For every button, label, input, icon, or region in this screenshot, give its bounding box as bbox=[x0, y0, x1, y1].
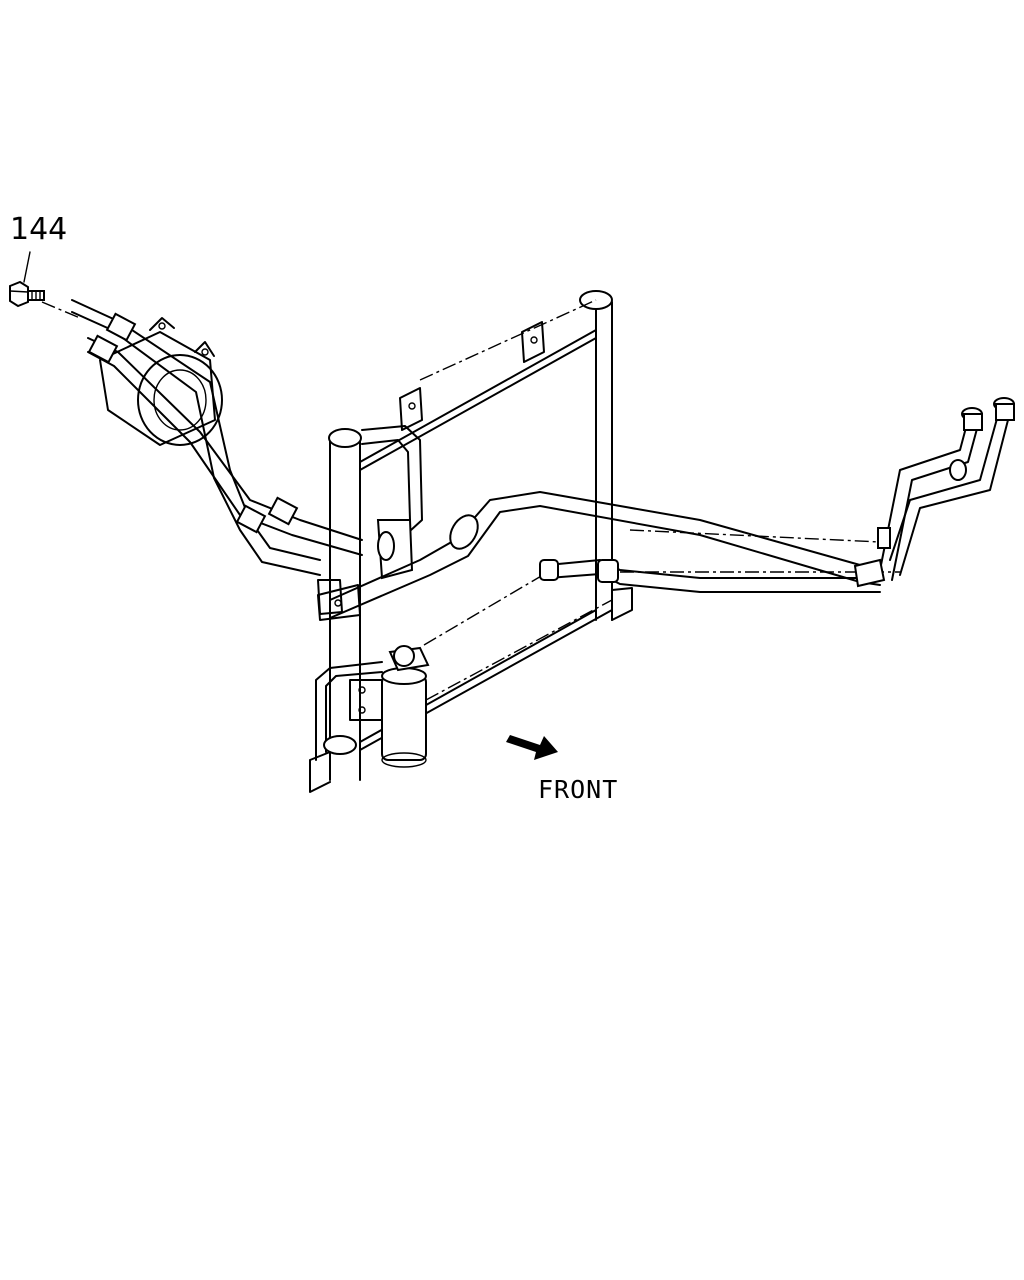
part-number-callout: 144 bbox=[10, 212, 68, 247]
bolt-icon bbox=[9, 280, 45, 308]
hose-lines bbox=[71, 299, 881, 761]
front-direction-label: FRONT bbox=[538, 775, 619, 804]
compressor bbox=[99, 317, 223, 446]
evaporator-fittings bbox=[853, 397, 1015, 588]
front-arrow-icon bbox=[506, 735, 558, 760]
callout-leader-144 bbox=[23, 251, 81, 319]
receiver-drier bbox=[349, 645, 430, 768]
